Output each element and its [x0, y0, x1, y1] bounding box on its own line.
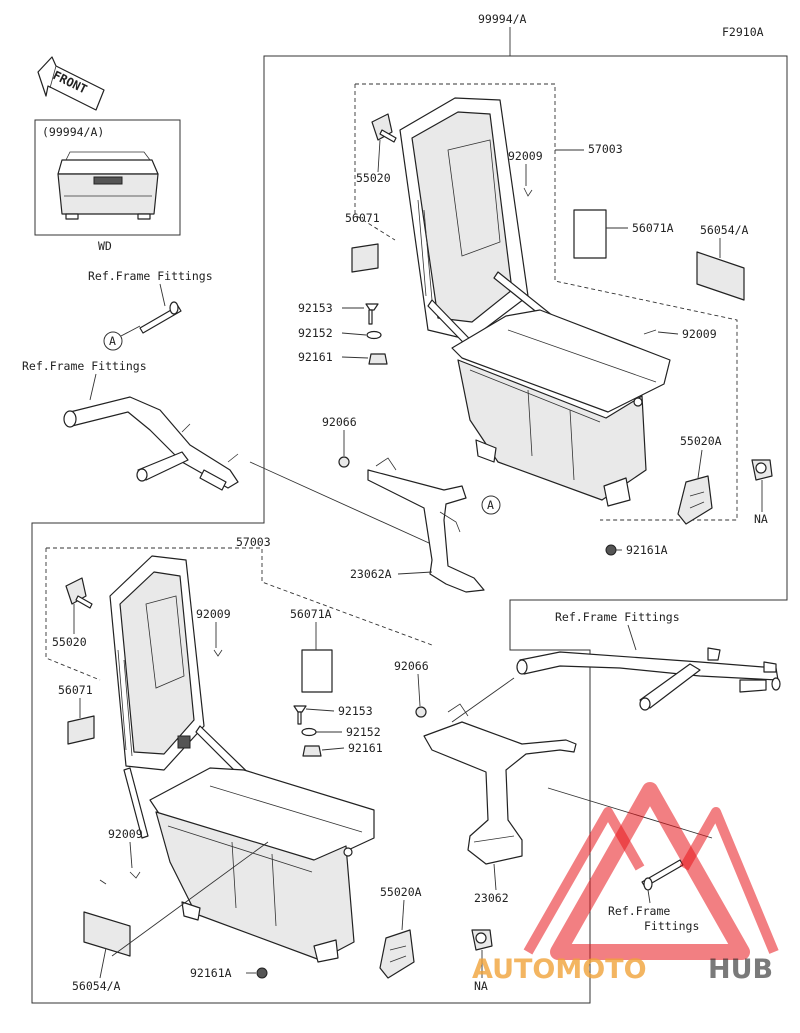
upper-label-92153: 92153: [298, 301, 333, 315]
upper-label-92161a: 92161A: [626, 543, 668, 557]
upper-label-92152: 92152: [298, 326, 333, 340]
upper-label-55020: 55020: [356, 171, 391, 185]
upper-label-55020a: 55020A: [680, 434, 722, 448]
upper-label-57003: 57003: [588, 142, 623, 156]
lower-label-92066: 92066: [394, 659, 429, 673]
inset-caption: WD: [98, 239, 112, 253]
ref-frame-fittings-label-1: Ref.Frame Fittings: [88, 269, 213, 283]
automotohub-watermark: AUTOMOTO HUB: [472, 782, 779, 985]
lower-label-23062: 23062: [474, 891, 509, 905]
frame-rail-left: [63, 396, 239, 491]
upper-side-case: A: [338, 83, 773, 593]
lower-label-55020: 55020: [52, 635, 87, 649]
assembly-label: 99994/A: [478, 12, 527, 26]
lower-label-56071a: 56071A: [290, 607, 332, 621]
lower-label-56054a: 56054/A: [72, 979, 121, 993]
frame-bolt-left: [139, 301, 182, 334]
ref-frame-fittings-label-4b: Fittings: [644, 919, 699, 933]
upper-label-92161: 92161: [298, 350, 333, 364]
lower-label-92161a: 92161A: [190, 966, 232, 980]
upper-label-92066: 92066: [322, 415, 357, 429]
upper-label-56054a: 56054/A: [700, 223, 749, 237]
callout-a-letter-upper: A: [487, 498, 494, 512]
ref-frame-fittings-label-4a: Ref.Frame: [608, 904, 670, 918]
lower-label-92009: 92009: [196, 607, 231, 621]
lower-label-92161: 92161: [348, 741, 383, 755]
upper-label-na: NA: [754, 512, 768, 526]
upper-label-56071: 56071: [345, 211, 380, 225]
upper-assembly-frame: [31, 55, 788, 1004]
lower-label-92152: 92152: [346, 725, 381, 739]
lower-label-55020a: 55020A: [380, 885, 422, 899]
lower-side-case: [45, 547, 684, 979]
upper-label-92009-b: 92009: [682, 327, 717, 341]
lower-label-92153: 92153: [338, 704, 373, 718]
lower-label-57003: 57003: [236, 535, 271, 549]
inset-title: (99994/A): [42, 125, 104, 139]
upper-label-56071a: 56071A: [632, 221, 674, 235]
lower-label-92009-b: 92009: [108, 827, 143, 841]
callout-a-left: A: [103, 331, 123, 351]
inset-wd: (99994/A) WD: [34, 119, 181, 253]
ref-frame-fittings-label-3: Ref.Frame Fittings: [555, 610, 680, 624]
front-arrow: FRONT: [37, 56, 105, 111]
logo-wordmark-part2: HUB: [708, 954, 773, 985]
upper-label-23062a: 23062A: [350, 567, 392, 581]
lower-label-na: NA: [474, 979, 488, 993]
figure-code: F2910A: [722, 25, 764, 39]
ref-frame-fittings-label-2: Ref.Frame Fittings: [22, 359, 147, 373]
lower-label-56071: 56071: [58, 683, 93, 697]
frame-rail-right: [516, 647, 781, 711]
top-case-illustration: [57, 151, 159, 220]
callout-a-letter-left: A: [109, 334, 116, 348]
upper-label-92009: 92009: [508, 149, 543, 163]
logo-wordmark-part1: AUTOMOTO: [472, 954, 647, 985]
